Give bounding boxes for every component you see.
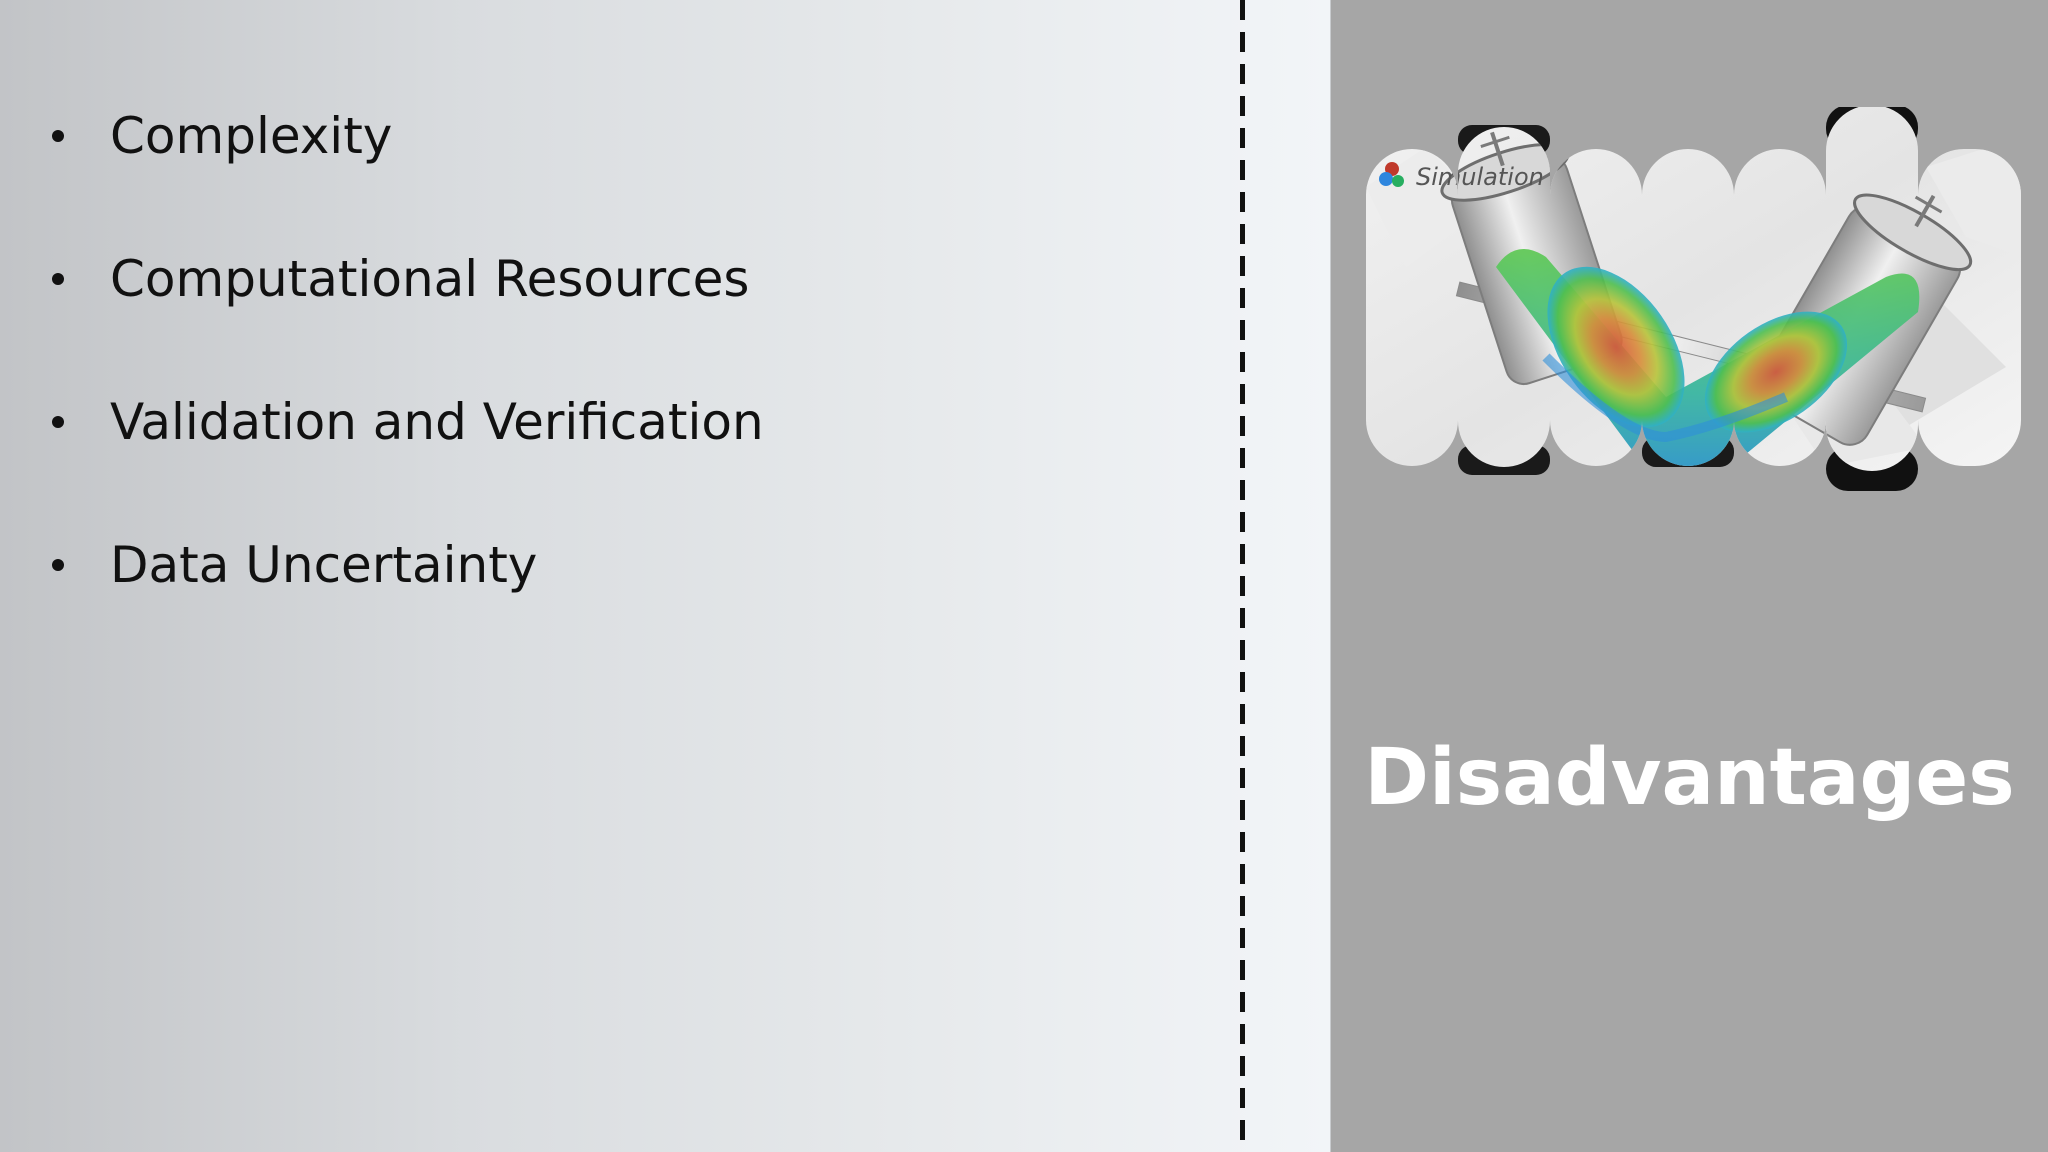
bullet-text: Computational Resources (110, 250, 750, 308)
bullet-list: Complexity Computational Resources Valid… (52, 100, 764, 672)
bullet-text: Validation and Verification (110, 393, 764, 451)
bullet-item: Validation and Verification (52, 386, 764, 529)
bullet-text: Data Uncertainty (110, 536, 538, 594)
bullet-item: Complexity (52, 100, 764, 243)
bullet-text: Complexity (110, 107, 393, 165)
dashed-divider (1240, 0, 1245, 1152)
bullet-item: Data Uncertainty (52, 529, 764, 672)
bullet-icon (52, 130, 64, 142)
v-blender-simulation-image: Simulation (1366, 107, 2021, 491)
bullet-icon (52, 273, 64, 285)
bullet-icon (52, 559, 64, 571)
logo-text: Simulation (1416, 163, 1544, 191)
bullet-item: Computational Resources (52, 243, 764, 386)
bullet-icon (52, 416, 64, 428)
section-title: Disadvantages (1364, 733, 2015, 823)
content-panel: Complexity Computational Resources Valid… (0, 0, 1331, 1152)
